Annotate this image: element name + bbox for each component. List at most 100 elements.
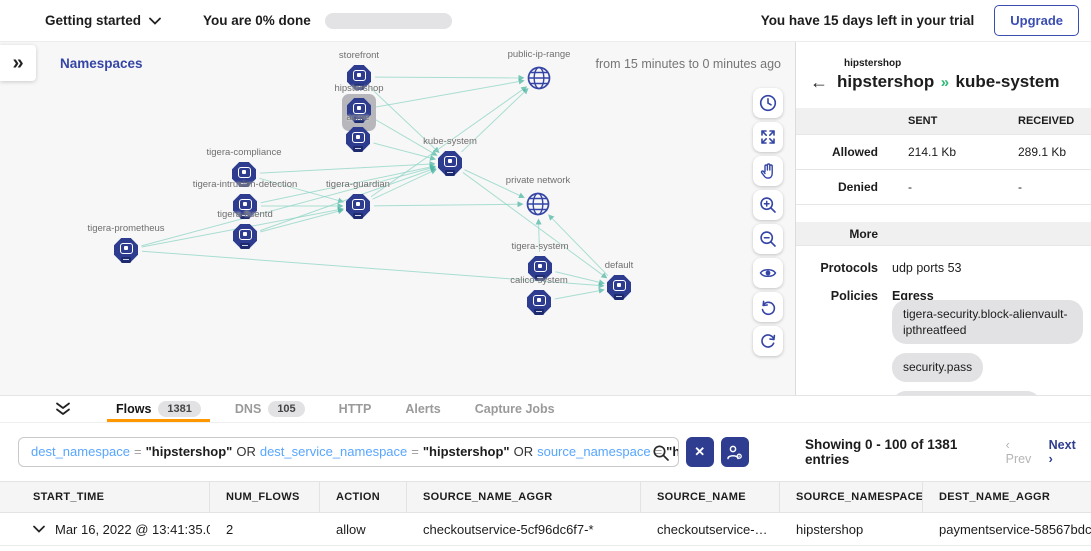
graph-node-tigera-compliance[interactable]: tigera-compliance (207, 147, 281, 187)
column-header-num_flows[interactable]: NUM_FLOWS (210, 482, 320, 512)
graph-edge[interactable] (373, 142, 436, 161)
node-badge (239, 180, 249, 187)
top-bar: Getting started You are 0% done You have… (0, 0, 1091, 42)
protocols-value: udp ports 53 (892, 261, 962, 275)
tab-label: Flows (116, 402, 152, 416)
getting-started-dropdown[interactable]: Getting started (45, 13, 161, 28)
graph-node-tigera-guardian[interactable]: tigera-guardian (326, 179, 390, 219)
table-row[interactable]: Mar 16, 2022 @ 13:41:35.0002allowcheckou… (0, 513, 1091, 546)
graph-edge[interactable] (535, 218, 542, 253)
node-badge (534, 308, 544, 315)
progress-text: You are 0% done (203, 13, 311, 28)
undo-button[interactable] (753, 292, 783, 322)
policy-pill[interactable]: security.pass (892, 353, 984, 382)
graph-node-public-ip-range[interactable]: public-ip-range (508, 49, 570, 90)
graph-edge[interactable] (464, 169, 525, 199)
node-label: storefront (338, 50, 380, 61)
node-label: hipstershop (334, 83, 384, 94)
cell-dest_name_aggr: paymentservice-58567bdc (939, 521, 1091, 537)
graph-edge[interactable] (462, 172, 608, 279)
graph-edge[interactable] (555, 271, 605, 286)
graph-node-hipstershop[interactable]: hipstershop (334, 83, 384, 131)
tab-http[interactable]: HTTP (322, 396, 389, 422)
node-label: tigera-guardian (326, 179, 390, 190)
context-namespace-label: hipstershop (844, 58, 902, 69)
sent-column-header: SENT (908, 115, 938, 127)
time-button[interactable] (753, 88, 783, 118)
graph-edge[interactable] (548, 214, 609, 276)
graph-node-default[interactable]: default (605, 260, 633, 300)
service-graph-panel: storefront public-ip-range hipstershop acme… (0, 42, 795, 395)
graph-node-private-network[interactable]: private network (506, 175, 570, 216)
graph-edge[interactable] (554, 287, 605, 300)
pan-icon (760, 163, 773, 179)
graph-node-tigera-fluentd[interactable]: tigera-fluentd (217, 209, 273, 249)
policy-pill[interactable]: tigera-security.block-alienvault-ipthrea… (892, 300, 1083, 345)
graph-edge[interactable] (141, 250, 605, 289)
showing-entries-text: Showing 0 - 100 of 1381 entries (805, 437, 958, 467)
graph-edge[interactable] (141, 165, 436, 247)
tab-alerts[interactable]: Alerts (388, 396, 457, 422)
column-header-source_name_aggr[interactable]: SOURCE_NAME_AGGR (407, 482, 641, 512)
graph-edge[interactable] (374, 74, 525, 81)
column-header-dest_name_aggr[interactable]: DEST_NAME_AGGR (939, 491, 1051, 503)
row-expander[interactable] (33, 525, 45, 533)
monitor-icon (238, 229, 252, 240)
node-badge (614, 293, 624, 300)
close-icon: ✕ (694, 444, 706, 459)
column-header-action[interactable]: ACTION (320, 482, 407, 512)
graph-edge[interactable] (461, 88, 529, 153)
graph-node-tigera-intrusion-detection[interactable]: tigera-intrusion-detection (193, 179, 297, 219)
graph-edge[interactable] (374, 78, 525, 108)
query-token-value: "hipstershop" (145, 444, 233, 459)
graph-edge[interactable] (370, 87, 440, 154)
graph-edge[interactable] (260, 208, 344, 233)
graph-node-storefront[interactable]: storefront (339, 50, 379, 90)
collapse-panel-button[interactable] (55, 402, 71, 416)
graph-edge[interactable] (259, 177, 345, 204)
monitor-icon (238, 199, 252, 210)
graph-node-tigera-system[interactable]: tigera-system (511, 241, 569, 281)
column-header-start_time[interactable]: START_TIME (0, 482, 210, 512)
graph-node-kube-system[interactable]: kube-system (423, 136, 477, 176)
upgrade-button[interactable]: Upgrade (994, 5, 1079, 36)
time-range-text: from 15 minutes to 0 minutes ago (595, 57, 781, 71)
user-settings-button[interactable] (720, 437, 750, 467)
monitor-icon (443, 156, 457, 167)
graph-edge[interactable] (370, 86, 528, 198)
refresh-button[interactable] (753, 326, 783, 356)
graph-node-acme[interactable]: acme (346, 112, 370, 152)
graph-edge[interactable] (259, 161, 436, 174)
graph-edge[interactable] (372, 117, 438, 156)
expand-sidebar-button[interactable]: » (0, 45, 36, 81)
graph-edge[interactable] (373, 201, 524, 208)
graph-node-tigera-prometheus[interactable]: tigera-prometheus (87, 223, 165, 263)
clear-query-button[interactable]: ✕ (685, 437, 714, 467)
fit-to-view-button[interactable] (753, 122, 783, 152)
visibility-button[interactable] (753, 258, 783, 288)
zoom-out-button[interactable] (753, 224, 783, 254)
edge-direction-icon: » (940, 74, 950, 91)
next-page-link[interactable]: Next › (1048, 438, 1076, 466)
chevron-down-icon (149, 17, 161, 25)
back-arrow-icon[interactable]: ← (810, 72, 828, 92)
graph-edge[interactable] (259, 167, 437, 232)
column-header-source_namespace[interactable]: SOURCE_NAMESPACE (780, 482, 923, 512)
node-label: acme (346, 112, 370, 123)
prev-page-link[interactable]: ‹ Prev (1005, 438, 1032, 466)
tab-capture-jobs[interactable]: Capture Jobs (458, 396, 572, 422)
pan-button[interactable] (753, 156, 783, 186)
refresh-icon (761, 334, 776, 348)
node-label: calico-system (510, 275, 568, 286)
column-header-source_name[interactable]: SOURCE_NAME (641, 482, 780, 512)
graph-node-calico-system[interactable]: calico-system (510, 275, 568, 315)
tab-label: DNS (234, 402, 262, 416)
graph-edge[interactable] (372, 168, 437, 200)
zoom-in-button[interactable] (753, 190, 783, 220)
policy-pill[interactable]: platform.allow-kube-dns (892, 390, 1042, 395)
